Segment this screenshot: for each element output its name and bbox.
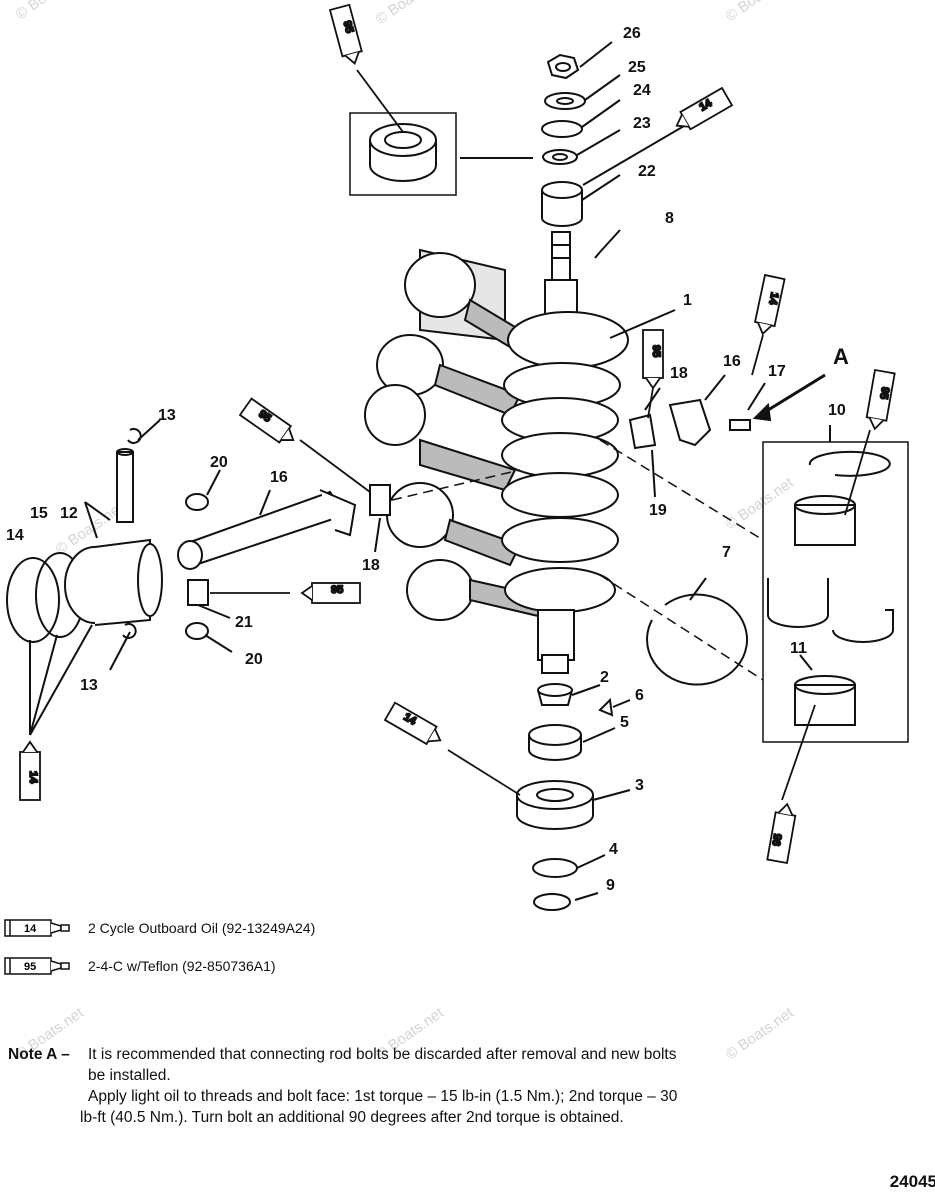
tube-14-icon: 14 — [675, 86, 734, 131]
callout-18: 18 — [670, 365, 688, 382]
callout-25: 25 — [628, 59, 646, 76]
tube-14-icon: 14 — [19, 740, 41, 801]
callout-20: 20 — [245, 651, 263, 668]
callout-13: 13 — [80, 677, 98, 694]
part-1-crankshaft — [364, 231, 629, 674]
svg-text:95: 95 — [341, 20, 356, 35]
part-22-bearing — [541, 181, 583, 227]
watermark: © Boats.net — [13, 0, 88, 23]
callout-14: 14 — [6, 527, 24, 544]
note-a: Note A – It is recommended that connecti… — [8, 1044, 848, 1126]
svg-text:95: 95 — [771, 833, 785, 847]
top-stack — [349, 41, 685, 227]
callout-21: 21 — [235, 614, 253, 631]
watermark: © Boats.net — [373, 0, 448, 28]
part-9-washer — [533, 893, 571, 911]
legend-text: 2-4-C w/Teflon (92-850736A1) — [88, 958, 276, 974]
svg-text:95: 95 — [650, 345, 662, 357]
callout-2: 2 — [600, 669, 609, 686]
tube-95-icon: 95 — [238, 397, 295, 444]
callout-26: 26 — [623, 25, 641, 42]
callout-6: 6 — [635, 687, 644, 704]
svg-text:95: 95 — [24, 961, 36, 973]
watermark: © Boats.net — [723, 0, 798, 25]
legend-text: 2 Cycle Outboard Oil (92-13249A24) — [88, 920, 316, 936]
svg-text:95: 95 — [877, 386, 891, 400]
figure-number: 24045 — [889, 1172, 935, 1191]
callout-24: 24 — [633, 82, 651, 99]
wrist-pin — [116, 451, 134, 523]
note-a-marker: A — [833, 344, 849, 369]
note-heading: Note A – — [8, 1046, 70, 1063]
callout-16: 16 — [723, 353, 741, 370]
watermark: © Boats.net — [723, 474, 798, 533]
part-23-washer — [542, 149, 578, 165]
svg-text:14: 14 — [766, 291, 780, 306]
callout-7: 7 — [722, 544, 731, 561]
callout-22: 22 — [638, 163, 656, 180]
part-7-ring — [646, 593, 748, 686]
callout-12: 12 — [60, 505, 78, 522]
right-bearing-box — [599, 425, 909, 743]
part-24-ring — [541, 120, 583, 138]
left-piston-assembly — [6, 419, 521, 736]
part-14-ring — [6, 557, 60, 643]
tube-95-icon: 95 — [4, 957, 70, 975]
rod-cap-area — [628, 373, 826, 498]
part-16-connecting-rod — [177, 489, 357, 570]
part-3-ball-bearing — [516, 780, 594, 830]
callout-20: 20 — [210, 454, 228, 471]
legend-row-95: 95 2-4-C w/Teflon (92-850736A1) — [0, 954, 420, 980]
note-line: Apply light oil to threads and bolt face… — [88, 1088, 678, 1105]
callout-11: 11 — [790, 640, 807, 657]
part-13-clip — [122, 622, 137, 639]
callout-19: 19 — [649, 502, 667, 519]
callout-16: 16 — [270, 469, 288, 486]
callout-13: 13 — [158, 407, 176, 424]
tube-95-icon: 95 — [766, 802, 797, 865]
grease-tubes: 95 14 14 95 95 — [19, 3, 896, 865]
callout-8: 8 — [665, 210, 674, 227]
callout-23: 23 — [633, 115, 651, 132]
callout-10: 10 — [828, 402, 846, 419]
callout-9: 9 — [606, 877, 615, 894]
callout-1: 1 — [683, 292, 692, 309]
tube-14-icon: 14 — [4, 919, 70, 937]
note-line: be installed. — [88, 1067, 171, 1084]
svg-text:14: 14 — [27, 771, 39, 784]
part-4-ring — [532, 858, 578, 878]
bearing-inset-box — [762, 441, 909, 743]
tube-14-icon: 14 — [753, 273, 786, 336]
bottom-stack — [516, 229, 748, 911]
tube-14-icon: 14 — [383, 701, 442, 746]
callout-18: 18 — [362, 557, 380, 574]
callout-17: 17 — [768, 363, 786, 380]
seal-inset-box — [349, 112, 457, 196]
tube-95-icon: 95 — [865, 368, 896, 431]
tube-95-icon: 95 — [328, 3, 363, 65]
legend-row-14: 14 2 Cycle Outboard Oil (92-13249A24) — [0, 916, 420, 942]
part-13-clip — [127, 427, 142, 444]
note-line: It is recommended that connecting rod bo… — [88, 1046, 677, 1063]
note-line: lb-ft (40.5 Nm.). Turn bolt an additiona… — [80, 1109, 624, 1126]
part-26-nut — [546, 53, 580, 80]
callout-labels: 26 25 24 23 22 8 1 18 16 17 A 10 19 7 11… — [6, 25, 849, 894]
tube-95-icon: 95 — [300, 582, 361, 604]
callout-4: 4 — [609, 841, 618, 858]
svg-text:14: 14 — [24, 923, 37, 935]
tube-95-icon: 95 — [642, 329, 664, 390]
callout-15: 15 — [30, 505, 48, 522]
part-12-piston — [64, 538, 163, 626]
callout-5: 5 — [620, 714, 629, 731]
callout-3: 3 — [635, 777, 644, 794]
svg-text:95: 95 — [331, 584, 343, 596]
part-25-washer — [544, 92, 586, 110]
